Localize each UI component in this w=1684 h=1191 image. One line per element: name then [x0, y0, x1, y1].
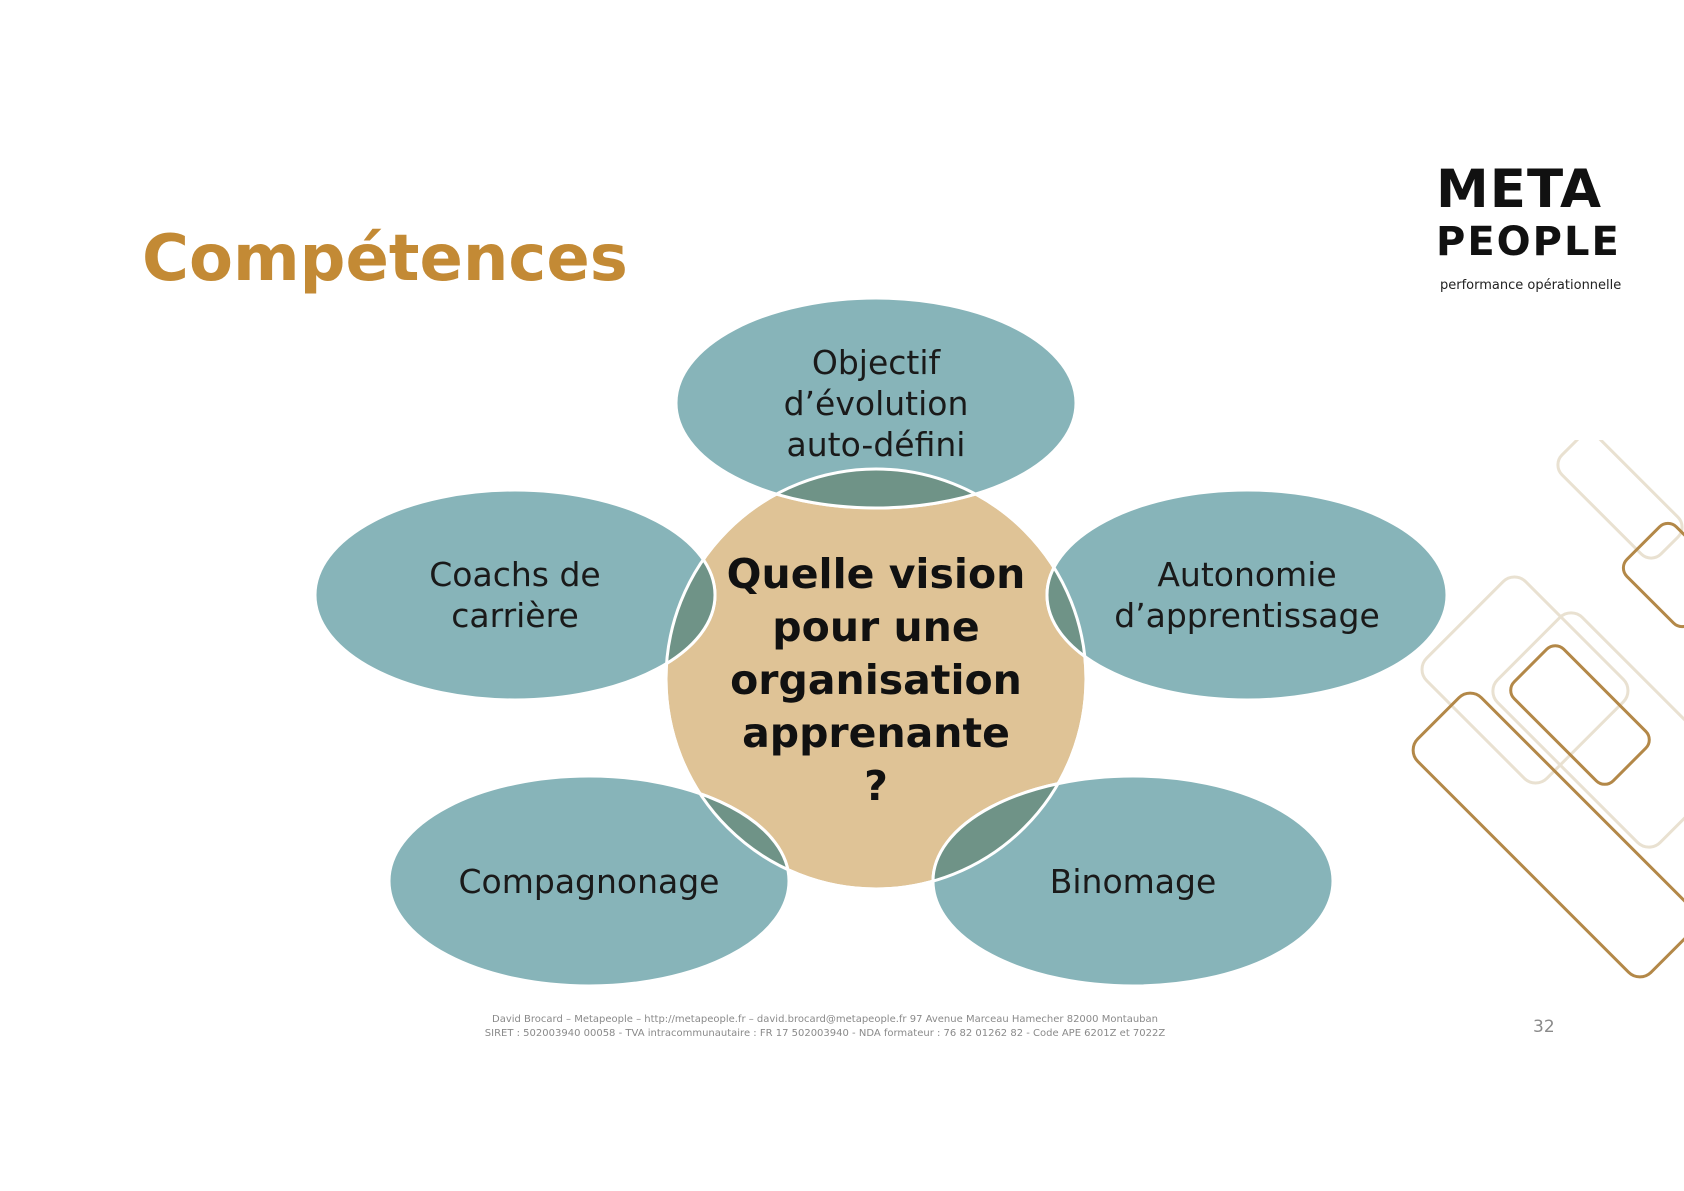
node-bottom-right-label: Binomage — [1049, 861, 1217, 901]
deco-gold-diamond-3 — [1411, 691, 1684, 979]
deco-light-diamond-1 — [1556, 440, 1684, 560]
center-circle-outline — [664, 467, 1088, 891]
deco-light-diamond-2 — [1420, 575, 1630, 785]
footer-line-2: SIRET : 502003940 00058 - TVA intracommu… — [484, 1028, 1166, 1039]
logo-tagline: performance opérationnelle — [1440, 278, 1622, 293]
node-right-label: Autonomie d’apprentissage — [1114, 555, 1380, 635]
node-bottom-left-label: Compagnonage — [458, 861, 720, 901]
decorative-diamond-pattern — [1411, 440, 1684, 979]
node-left-label: Coachs de carrière — [429, 555, 601, 635]
node-bottom-left-ellipse — [387, 774, 791, 988]
deco-light-diamond-3 — [1491, 611, 1684, 849]
overlap-top — [674, 469, 1078, 510]
metapeople-logo: META PEOPLE performance opérationnelle — [1436, 160, 1656, 300]
node-top-label: Objectif d’évolution auto-défini — [783, 342, 969, 464]
deco-gold-diamond-1 — [1621, 521, 1684, 629]
deco-gold-diamond-2 — [1509, 644, 1651, 786]
center-question-label: Quelle vision pour une organisation appr… — [726, 549, 1026, 810]
footer: David Brocard – Metapeople – http://meta… — [440, 1013, 1210, 1041]
overlap-left — [666, 488, 717, 702]
logo-line-people: PEOPLE — [1436, 219, 1621, 265]
overlap-right — [1045, 488, 1086, 702]
footer-line-1: David Brocard – Metapeople – http://meta… — [492, 1014, 1158, 1025]
slide-title: Compétences — [142, 222, 628, 296]
logo-line-meta: META — [1436, 159, 1603, 220]
page-number: 32 — [1533, 1017, 1555, 1037]
